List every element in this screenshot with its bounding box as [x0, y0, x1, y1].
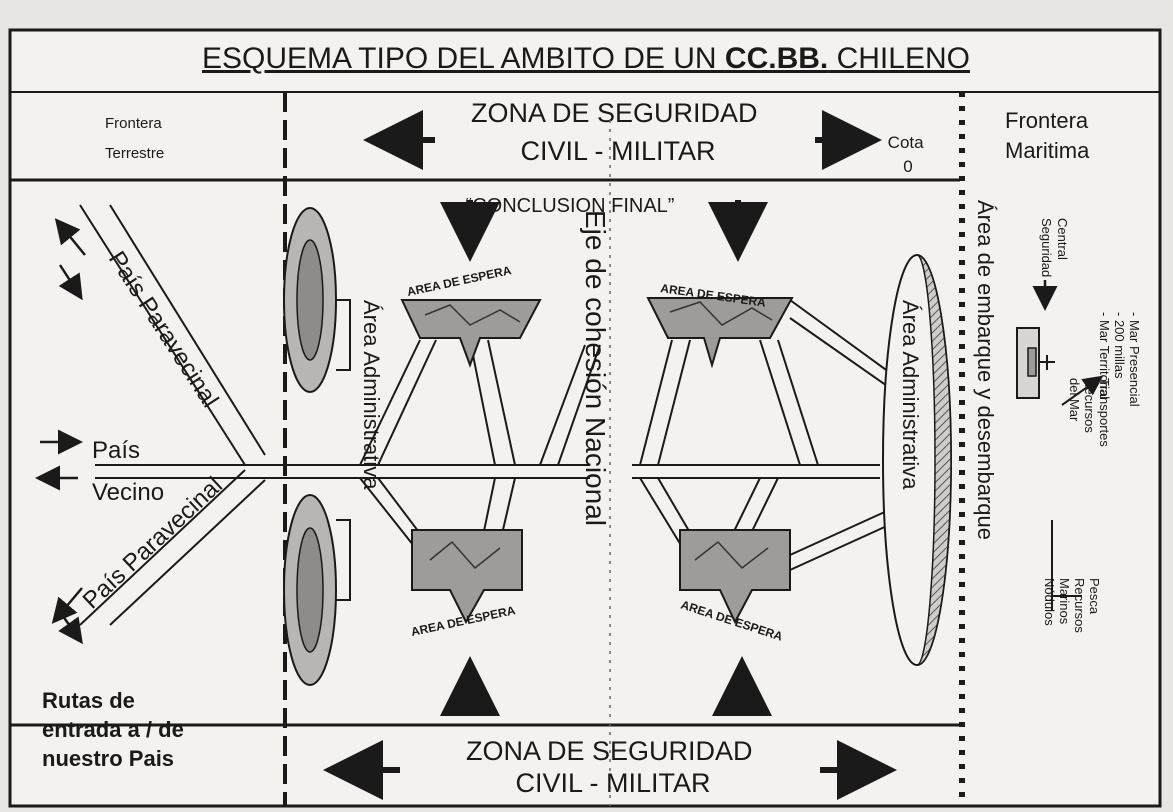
waiting-area-top-right [646, 297, 794, 369]
route-arrow-top-in [58, 264, 83, 301]
routes-label: Rutas de entrada a / de nuestro Pais [42, 688, 190, 771]
eje-cohesion-label: Eje de cohesión Nacional [580, 210, 611, 526]
transportes-label: Transportes Recursos del Mar [1067, 378, 1112, 451]
area-administrativa-right-label: Área Administrativa [898, 300, 923, 490]
waiting-area-bottom-left [411, 529, 523, 625]
embarque-label: Área de embarque y desembarque [973, 200, 998, 540]
pais-label: País [92, 437, 140, 464]
waiting-area-top-left [400, 299, 542, 368]
route-arrow-bot-out [51, 587, 83, 624]
bleed-text: “CONCLUSION FINAL” [466, 195, 675, 217]
frontera-maritima-label: Frontera Maritima [1005, 108, 1094, 163]
cota-label: Cota 0 [888, 133, 929, 176]
waiting-area-bottom-right [679, 529, 791, 625]
route-arrow-bot-in [58, 611, 83, 645]
entry-routes [79, 204, 300, 626]
outer-frame [8, 28, 1162, 808]
vecino-label: Vecino [92, 479, 164, 506]
border-checkpoint-top [283, 207, 337, 393]
central-seguridad-label: Central Seguridad [1039, 218, 1070, 277]
ship-icon [1016, 327, 1055, 399]
transport-arrow [1061, 375, 1104, 406]
bottom-security-zone-label: ZONA DE SEGURIDAD CIVIL - MILITAR [466, 736, 760, 798]
admin-area-right [882, 254, 952, 666]
mar-list-label: - Mar Presencial - 200 millas - Mar Terr… [1097, 312, 1142, 410]
border-checkpoint-bottom [283, 494, 337, 686]
resource-branch [1051, 520, 1082, 610]
area-administrativa-left-label: Área Administrativa [359, 300, 384, 490]
top-security-zone-label: ZONA DE SEGURIDAD CIVIL - MILITAR [471, 98, 765, 166]
pesca-label: Pesca Recursos Marinos Nódulos [1042, 578, 1102, 637]
frontera-terrestre-label: Frontera Terrestre [105, 115, 166, 162]
route-arrow-top-out [54, 218, 86, 256]
diagram-title: ESQUEMA TIPO DEL AMBITO DE UN CC.BB. CHI… [202, 42, 970, 75]
